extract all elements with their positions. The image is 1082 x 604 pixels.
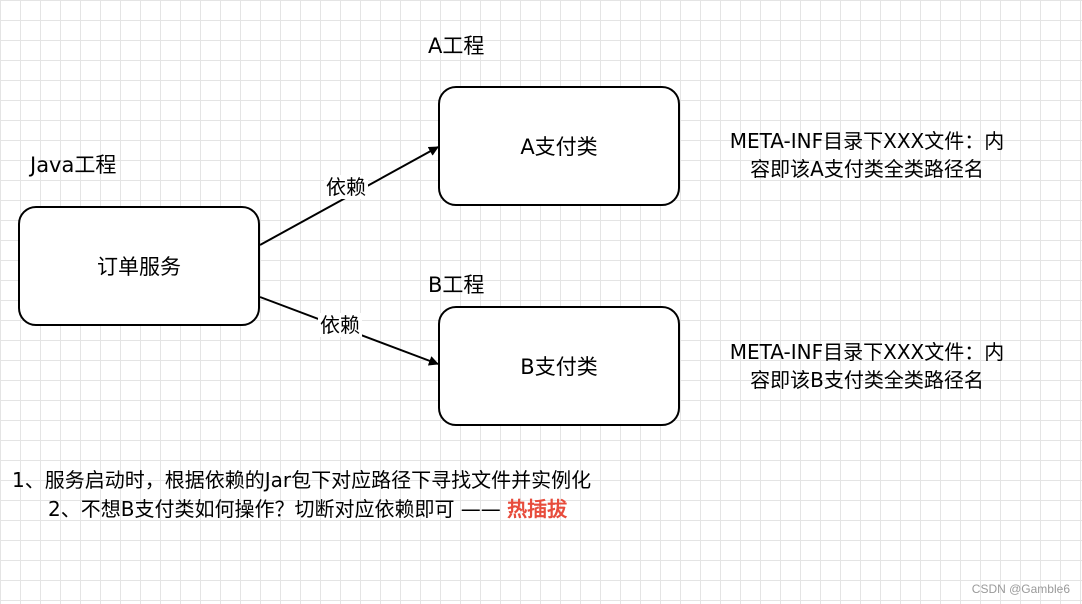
- b-note-line-1: META-INF目录下XXX文件：内: [729, 340, 1005, 364]
- a-meta-inf-note: META-INF目录下XXX文件：内 容即该A支付类全类路径名: [697, 127, 1037, 183]
- csdn-watermark: CSDN @Gamble6: [971, 582, 1070, 596]
- bottom-line-2-text: 2、不想B支付类如何操作？切断对应依赖即可 ——: [48, 497, 508, 521]
- java-project-label: Java工程: [30, 153, 117, 177]
- edge-label-depend-b: 依赖: [318, 313, 362, 337]
- a-note-line-1: META-INF目录下XXX文件：内: [729, 129, 1005, 153]
- edge-label-depend-a: 依赖: [324, 175, 368, 199]
- a-payment-label: A支付类: [520, 135, 598, 159]
- bottom-line-2: 2、不想B支付类如何操作？切断对应依赖即可 —— 热插拔: [48, 495, 567, 523]
- b-project-label: B工程: [428, 273, 485, 297]
- b-payment-label: B支付类: [520, 355, 598, 379]
- hot-plug-highlight: 热插拔: [507, 497, 568, 521]
- order-service-label: 订单服务: [97, 255, 181, 279]
- bottom-line-1: 1、服务启动时，根据依赖的Jar包下对应路径下寻找文件并实例化: [12, 468, 592, 492]
- b-payment-node[interactable]: B支付类: [438, 306, 680, 426]
- b-meta-inf-note: META-INF目录下XXX文件：内 容即该B支付类全类路径名: [697, 338, 1037, 394]
- a-project-label: A工程: [428, 34, 485, 58]
- a-payment-node[interactable]: A支付类: [438, 86, 680, 206]
- a-note-line-2: 容即该A支付类全类路径名: [750, 157, 984, 181]
- order-service-node[interactable]: 订单服务: [18, 206, 260, 326]
- b-note-line-2: 容即该B支付类全类路径名: [750, 368, 984, 392]
